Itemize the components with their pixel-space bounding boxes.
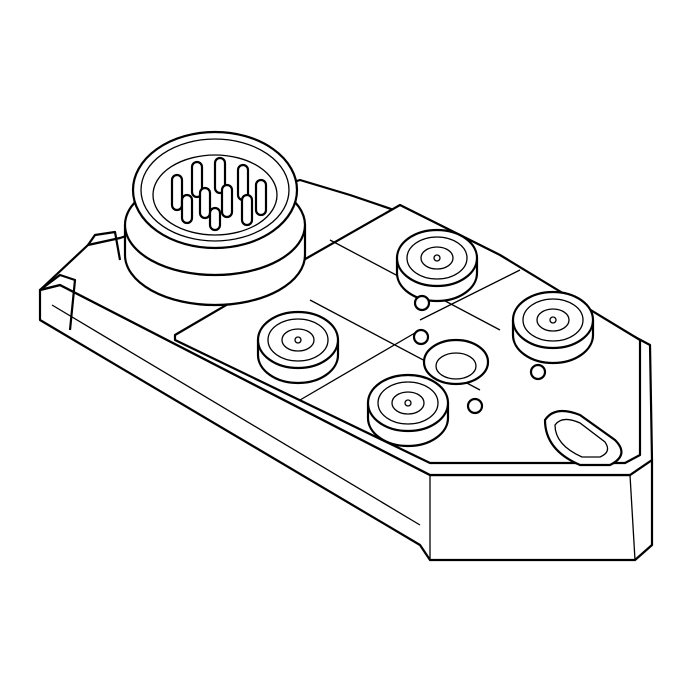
- connector-pins: [170, 156, 268, 232]
- m12-port-1: [395, 228, 479, 312]
- m12-port-2: [256, 310, 430, 385]
- center-hole: [422, 338, 490, 386]
- m12-port-3: [511, 290, 595, 381]
- m12-port-4: [366, 373, 484, 448]
- main-connector: [123, 130, 307, 307]
- mounting-slot: [543, 409, 623, 467]
